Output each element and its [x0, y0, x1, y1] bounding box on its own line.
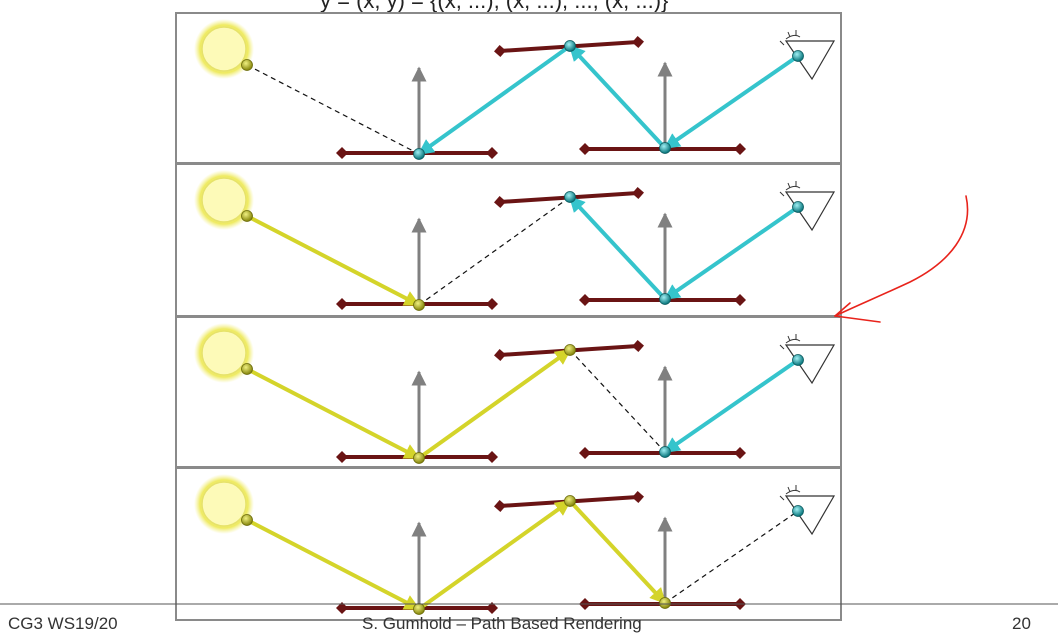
- path-vertex-4: [792, 354, 804, 366]
- panel-1: [194, 19, 836, 160]
- path-vertex-4: [792, 505, 804, 517]
- panel-frames: [175, 12, 842, 621]
- footer-author-title: S. Gumhold – Path Based Rendering: [362, 614, 642, 633]
- annotation-arrow: [834, 195, 969, 317]
- panel-2: [194, 170, 836, 311]
- path-vertex-4: [792, 50, 804, 62]
- eye-icon: [779, 181, 836, 232]
- connection-surface-2-to-surface-3: [569, 349, 666, 453]
- eye-icon: [779, 30, 836, 81]
- path-vertex-4: [792, 201, 804, 213]
- light-path-segment-2: [417, 499, 572, 611]
- footer-course: CG3 WS19/20: [8, 614, 118, 633]
- panel-4: [194, 474, 836, 615]
- panel-3: [194, 323, 836, 464]
- connection-surface-3-to-eye: [664, 510, 799, 604]
- connection-light-to-surface-1: [246, 64, 420, 155]
- light-path-segment-1: [246, 214, 421, 307]
- footer-page-number: 20: [1012, 614, 1031, 633]
- path-vertex-1: [413, 148, 425, 160]
- path-vertex-1: [413, 299, 425, 311]
- path-vertex-1: [413, 452, 425, 464]
- path-vertex-0: [241, 363, 253, 375]
- header-formula: y = (x, y) = {(x, ...), (x, ...), ..., (…: [320, 0, 668, 13]
- path-vertex-3: [659, 446, 671, 458]
- eye-path-segment-2: [568, 44, 667, 150]
- path-vertex-3: [659, 597, 671, 609]
- path-vertex-0: [241, 59, 253, 71]
- light-path-segment-1: [246, 367, 421, 460]
- light-path-segment-1: [246, 518, 421, 611]
- light-source-core: [201, 330, 247, 376]
- light-source-core: [201, 177, 247, 223]
- light-source-core: [201, 26, 247, 72]
- eye-path-segment-1: [663, 358, 800, 454]
- path-vertex-2: [564, 344, 576, 356]
- eye-path-segment-2: [568, 195, 667, 301]
- eye-path-segment-1: [663, 54, 800, 150]
- panel-frame-4: [175, 467, 842, 621]
- eye-icon: [779, 485, 836, 536]
- eye-path-segment-1: [663, 205, 800, 301]
- path-vertex-3: [659, 293, 671, 305]
- path-vertex-2: [564, 495, 576, 507]
- path-vertex-3: [659, 142, 671, 154]
- path-vertex-0: [241, 514, 253, 526]
- panel-frame-2: [175, 163, 842, 317]
- light-source-core: [201, 481, 247, 527]
- light-path-segment-2: [417, 348, 572, 460]
- annotation-arrowhead: [834, 302, 881, 323]
- connection-surface-1-to-surface-2: [418, 196, 571, 306]
- path-vertex-2: [564, 191, 576, 203]
- eye-path-segment-3: [417, 44, 572, 156]
- path-vertex-1: [413, 603, 425, 615]
- path-vertex-0: [241, 210, 253, 222]
- path-vertex-2: [564, 40, 576, 52]
- eye-icon: [779, 334, 836, 385]
- light-path-segment-3: [568, 499, 667, 605]
